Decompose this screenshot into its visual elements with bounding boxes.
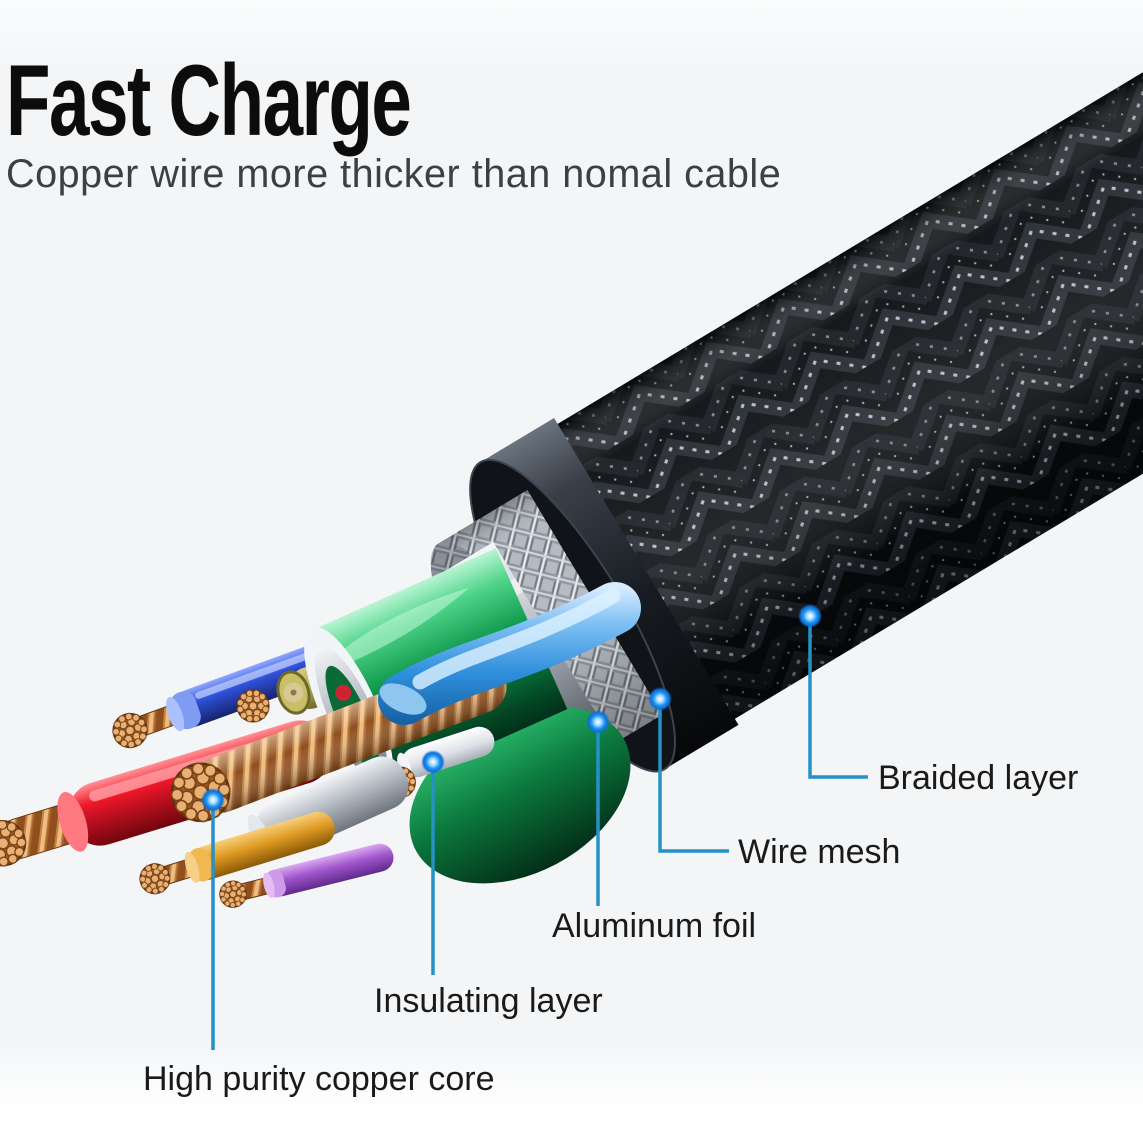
callout-line-wire-mesh (658, 705, 729, 853)
callout-lines (211, 622, 868, 1050)
braided-sleeve (538, 0, 1143, 731)
strand-bundle-small (236, 689, 270, 723)
amber-wire (135, 811, 335, 898)
label-braided-layer: Braided layer (878, 759, 1078, 797)
royal-blue-wire (107, 642, 339, 753)
label-copper-core: High purity copper core (143, 1060, 495, 1098)
callout-dot-braided-layer (798, 604, 822, 628)
callout-dots (201, 604, 822, 812)
callout-dot-insulating-layer (421, 750, 445, 774)
callout-dot-wire-mesh (648, 687, 672, 711)
page-title: Fast Charge (6, 45, 412, 157)
callout-dot-copper-core (201, 788, 225, 812)
label-wire-mesh: Wire mesh (738, 833, 900, 871)
label-aluminum-foil: Aluminum foil (552, 907, 756, 945)
callout-labels: Braided layer Wire mesh Aluminum foil In… (143, 759, 1078, 1098)
light-blue-wire (378, 582, 641, 725)
page-subtitle: Copper wire more thicker than nomal cabl… (6, 152, 782, 196)
purple-wire (216, 843, 394, 911)
callout-line-braided-layer (808, 622, 868, 779)
label-insulating-layer: Insulating layer (374, 982, 603, 1020)
callout-dot-aluminum-foil (586, 710, 610, 734)
